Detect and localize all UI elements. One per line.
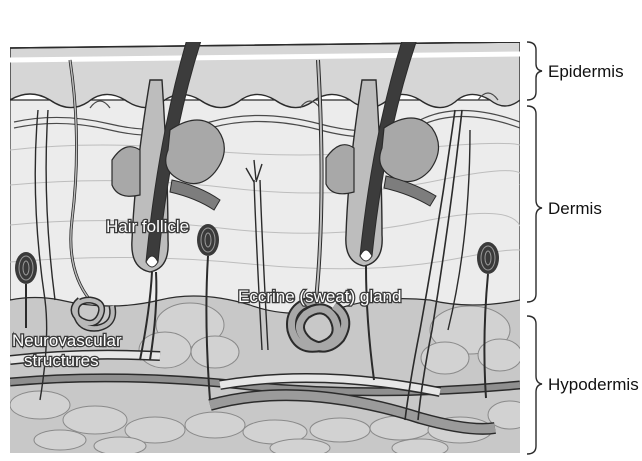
bracket-epidermis [527,42,542,100]
layer-brackets [527,42,542,454]
label-neurovascular-line1: Neurovascular [12,331,122,350]
epidermis-layer [10,42,520,108]
label-eccrine-gland: Eccrine (sweat) gland [238,287,401,306]
bracket-dermis [527,106,542,302]
label-epidermis: Epidermis [548,62,624,81]
label-dermis: Dermis [548,199,602,218]
label-neurovascular-line2: structures [24,351,99,370]
label-hypodermis: Hypodermis [548,375,639,394]
bracket-hypodermis [527,316,542,454]
label-hair-follicle: Hair follicle [106,217,189,236]
